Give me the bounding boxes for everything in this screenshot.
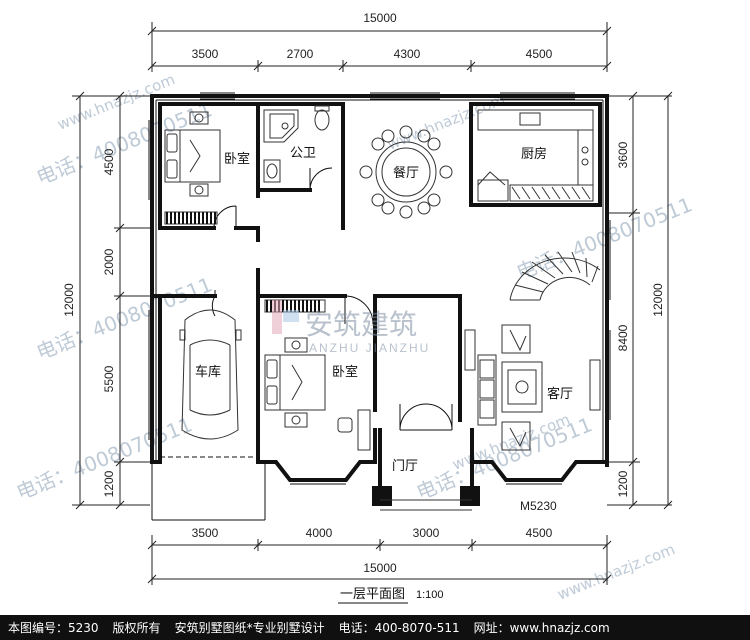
- room-label-living: 客厅: [547, 386, 573, 402]
- dimension-lines: [72, 22, 673, 585]
- dim-right-1: 3600: [616, 141, 630, 168]
- plan-title-block: 一层平面图 1:100: [338, 587, 444, 604]
- footer-plan-no: 本图编号：5230: [8, 621, 99, 635]
- dim-left-1: 4500: [102, 148, 116, 175]
- room-labels: 卧室 公卫 餐厅 厨房 车库 卧室 客厅 门厅 M5230: [195, 146, 573, 513]
- door-code-label: M5230: [520, 499, 557, 513]
- kitchen-counters: [477, 109, 594, 202]
- room-label-foyer: 门厅: [392, 459, 418, 474]
- bed-top: [164, 111, 221, 197]
- brand-pinyin: ANZHU JIANZHU: [309, 341, 430, 355]
- entry-steps: [372, 486, 480, 511]
- logo-icon: [272, 300, 282, 334]
- brand-name: 安筑建筑: [305, 308, 417, 341]
- floor-plan-drawing: 电话：4008070511 www.hnazjz.com 电话：40080705…: [13, 11, 696, 604]
- wardrobe-top: [164, 211, 218, 225]
- footer-copyright: 版权所有: [112, 621, 161, 635]
- dim-top-3: 4300: [394, 47, 421, 61]
- footer-website: 网址：www.hnazjz.com: [473, 621, 610, 635]
- plan-scale: 1:100: [416, 589, 444, 601]
- car: [179, 309, 242, 440]
- watermark-phone: 电话：4008070511: [33, 272, 216, 364]
- dim-top-total: 15000: [363, 11, 397, 25]
- room-label-bedroom-top: 卧室: [224, 151, 250, 167]
- living-furniture: [464, 324, 601, 451]
- room-label-kitchen: 厨房: [521, 146, 547, 162]
- dim-bottom-2: 4000: [306, 526, 333, 540]
- dim-left-4: 1200: [102, 470, 116, 497]
- dimension-labels: 15000 3500 2700 4300 4500 3500 4000 3000…: [62, 11, 665, 575]
- dim-left-3: 5500: [102, 365, 116, 392]
- dim-bottom-4: 4500: [526, 526, 553, 540]
- plan-title: 一层平面图: [340, 587, 405, 602]
- room-label-bedroom-mid: 卧室: [332, 364, 358, 380]
- dim-right-total: 12000: [651, 283, 665, 317]
- brand-watermark: 安筑建筑 ANZHU JIANZHU: [272, 300, 430, 355]
- dim-bottom-1: 3500: [192, 526, 219, 540]
- dim-top-4: 4500: [526, 47, 553, 61]
- footer-phone: 电话：400-8070-511: [338, 621, 460, 635]
- dim-bottom-3: 3000: [413, 526, 440, 540]
- room-label-garage: 车库: [195, 364, 221, 380]
- footer-bar: 本图编号：5230 版权所有 安筑别墅图纸*专业别墅设计 电话：400-8070…: [0, 615, 750, 640]
- inner-lines: [148, 92, 611, 521]
- watermark-site: www.hnazjz.com: [555, 540, 678, 604]
- footer-slogan: 安筑别墅图纸*专业别墅设计: [174, 621, 325, 635]
- dim-bottom-total: 15000: [363, 561, 397, 575]
- watermark-phone: 电话：4008070511: [33, 97, 216, 189]
- dim-right-3: 1200: [616, 470, 630, 497]
- bathroom-fixtures: [263, 105, 330, 183]
- walls: [150, 94, 609, 487]
- doors: [211, 167, 453, 431]
- dim-left-2: 2000: [102, 248, 116, 275]
- dim-top-2: 2700: [287, 47, 314, 61]
- dim-right-2: 8400: [616, 324, 630, 351]
- dim-top-1: 3500: [192, 47, 219, 61]
- room-label-bathroom: 公卫: [290, 146, 316, 161]
- dim-left-total: 12000: [62, 283, 76, 317]
- dining-table: [359, 125, 453, 219]
- room-label-dining: 餐厅: [393, 165, 419, 181]
- spiral-staircase: [509, 251, 601, 301]
